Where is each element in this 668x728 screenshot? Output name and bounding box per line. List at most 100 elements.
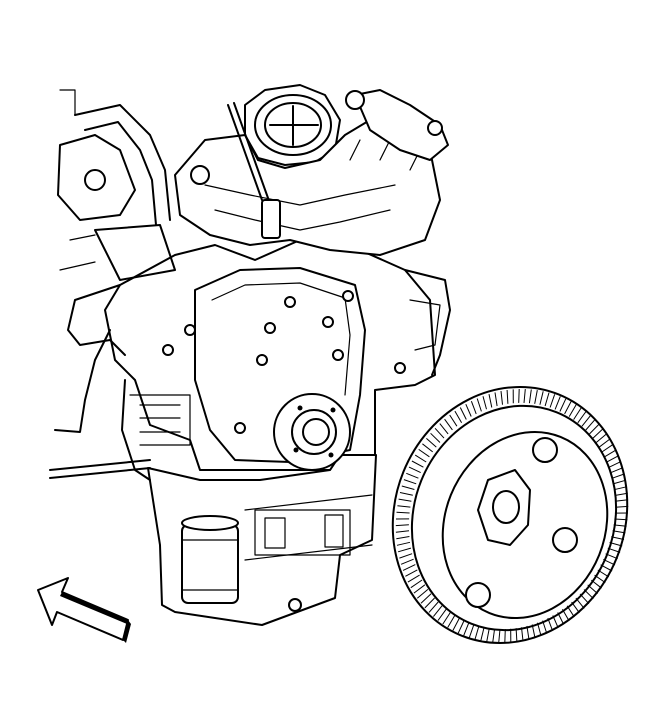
gear-tooth [452,617,460,631]
upper-hose [74,104,171,221]
gear-tooth [564,401,572,415]
gear-tooth [534,390,538,404]
gear-tooth [609,542,623,547]
gear-tooth [408,466,421,474]
gear-tooth [613,486,628,491]
gear-tooth [416,589,429,599]
gear-tooth [597,569,610,578]
gear-tooth [396,541,411,546]
gear-tooth [437,608,447,621]
gear-tooth [587,584,598,594]
gear-tooth [594,574,606,584]
gear-tooth [590,579,602,589]
gear-tooth [506,389,509,404]
gear-tooth [444,418,453,431]
gear-tooth [559,398,567,412]
gear-tooth [465,403,472,417]
sensor [261,199,281,239]
gear-tooth [566,605,575,618]
gear-tooth [603,558,616,566]
gear-tooth [474,625,480,640]
crankshaft-hub [273,393,351,471]
gear-tooth [575,597,585,609]
gear-tooth [614,518,628,521]
gear-tooth [523,389,526,403]
gear-tooth [611,536,625,540]
gear-tooth [433,605,443,617]
gear-tooth [498,629,501,643]
gear-tooth [604,449,617,458]
gear-tooth [605,553,618,560]
gear-tooth [500,391,503,405]
gear-tooth [430,432,441,443]
gear-tooth [600,564,613,572]
gear-tooth [426,438,437,448]
flywheel [391,385,629,645]
gear-tooth [606,455,619,463]
left-bracket [67,284,126,356]
gear-tooth [447,615,456,628]
drain-plug [288,598,302,612]
gear-tooth [402,564,416,571]
right-fuel-rail [354,89,449,161]
gear-tooth [414,454,427,463]
engine-block [49,239,451,626]
gear-tooth [577,411,587,424]
gear-tooth [589,423,600,435]
gear-tooth [398,498,412,502]
gear-tooth [518,388,520,403]
gear-tooth [442,612,451,625]
gear-tooth [557,612,565,625]
gear-tooth [549,394,556,408]
gear-tooth [583,589,594,600]
block-bolts [162,290,406,434]
gear-tooth [403,479,417,485]
gear-tooth [400,558,414,565]
arrow-icon [37,577,131,643]
gear-tooth [396,536,410,540]
gear-tooth [521,627,524,641]
pan-plate [254,509,351,556]
gear-tooth [488,393,493,408]
gear-tooth [405,569,418,577]
right-bracket [404,269,451,376]
flywheel-hole [532,437,558,463]
gear-tooth [418,448,430,458]
gear-tooth [413,584,426,594]
gear-tooth [610,467,624,474]
gear-tooth [395,524,409,527]
gear-tooth [476,398,482,412]
gear-tooth [397,547,412,553]
gear-tooth [539,391,544,405]
gear-tooth [434,427,445,439]
gear-tooth [608,461,622,468]
gear-tooth [482,396,487,410]
gear-tooth [547,617,554,631]
gear-tooth [613,524,627,527]
timing-cover [194,267,366,463]
gear-tooth [420,593,432,604]
gear-tooth [410,579,423,589]
gear-tooth [579,593,590,605]
gear-tooth [397,505,411,508]
gear-tooth [595,433,608,443]
gear-tooth [449,414,458,427]
gear-tooth [615,505,629,508]
gear-tooth [531,624,536,639]
gear-tooth [492,628,496,643]
ring-gear-teeth [395,388,629,644]
dipstick [227,104,263,201]
gear-tooth [480,627,485,641]
gear-tooth [542,620,548,634]
gear-tooth [470,401,477,415]
gear-tooth [528,389,532,404]
gear-tooth [526,625,530,640]
gear-tooth [607,547,621,553]
gear-tooth [399,553,413,559]
gear-tooth [454,410,463,423]
gear-tooth [468,624,475,638]
gear-tooth [571,601,580,614]
gear-tooth [585,419,596,431]
gear-tooth [396,511,410,514]
